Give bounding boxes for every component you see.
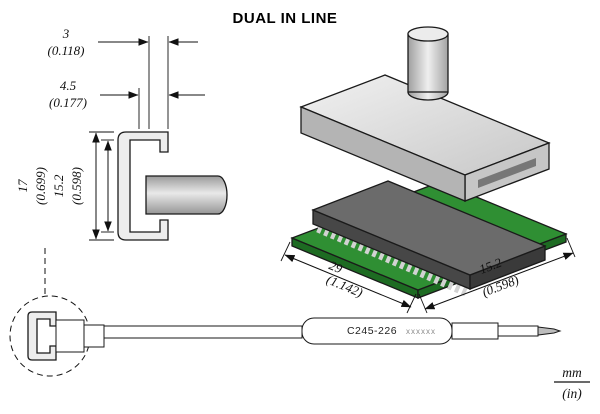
dim-29-mm: 29 bbox=[327, 257, 345, 276]
units-in: (in) bbox=[562, 386, 582, 401]
units-mm: mm bbox=[562, 365, 582, 380]
cartridge-tip-profile bbox=[27, 311, 57, 361]
ext-line bbox=[566, 237, 576, 258]
dimension-4-5: 4.5 (0.177) bbox=[49, 78, 205, 129]
cartridge-holder-1 bbox=[55, 319, 85, 353]
dim-3-mm: 3 bbox=[62, 26, 70, 41]
diagram-title: DUAL IN LINE bbox=[233, 10, 338, 27]
cartridge-pin-tip bbox=[537, 326, 562, 336]
dim-17-in: (0.699) bbox=[33, 167, 48, 205]
tip-shaft-top bbox=[407, 26, 449, 42]
dim-17-mm: 17 bbox=[15, 179, 30, 193]
tip-shaft-cylinder bbox=[407, 33, 449, 93]
units-legend: mm (in) bbox=[554, 365, 590, 401]
dim-line bbox=[424, 252, 574, 310]
tip-end-opening bbox=[478, 158, 536, 188]
cartridge-model: C245-226 bbox=[347, 325, 397, 337]
dim-4-5-mm: 4.5 bbox=[60, 78, 77, 93]
dim-15-2-side-in: (0.598) bbox=[69, 167, 84, 205]
ext-line bbox=[418, 293, 428, 314]
tip-shaft-section bbox=[145, 175, 228, 215]
tip-front-flange bbox=[300, 106, 466, 202]
dimension-3: 3 (0.118) bbox=[48, 26, 198, 129]
cartridge-shaft bbox=[103, 325, 303, 339]
cartridge-collar bbox=[497, 325, 539, 337]
dim-4-5-in: (0.177) bbox=[49, 95, 87, 110]
dimension-15-2-side: 15.2 (0.598) bbox=[51, 139, 114, 233]
cartridge-code: xxxxxx bbox=[406, 327, 436, 336]
tip-profile-section bbox=[117, 131, 169, 241]
dim-29-in: (1.142) bbox=[324, 272, 365, 300]
chip-top-face bbox=[311, 180, 547, 276]
dimension-17: 17 (0.699) bbox=[15, 131, 114, 241]
cartridge-neck bbox=[451, 322, 499, 340]
dim-15-2-side-mm: 15.2 bbox=[51, 174, 66, 197]
cartridge-view: C245-226 xxxxxx bbox=[9, 248, 562, 377]
dim-3-in: (0.118) bbox=[48, 43, 85, 58]
cartridge-holder-2 bbox=[83, 324, 105, 348]
ext-line bbox=[406, 293, 417, 314]
dim-line bbox=[284, 254, 412, 308]
section-view: 3 (0.118) 4.5 (0.177) 17 (0.699) 15.2 (0… bbox=[15, 26, 228, 241]
isometric-view: 29 (1.142) 15.2 (0.598) bbox=[280, 26, 576, 314]
ext-line bbox=[280, 241, 291, 262]
